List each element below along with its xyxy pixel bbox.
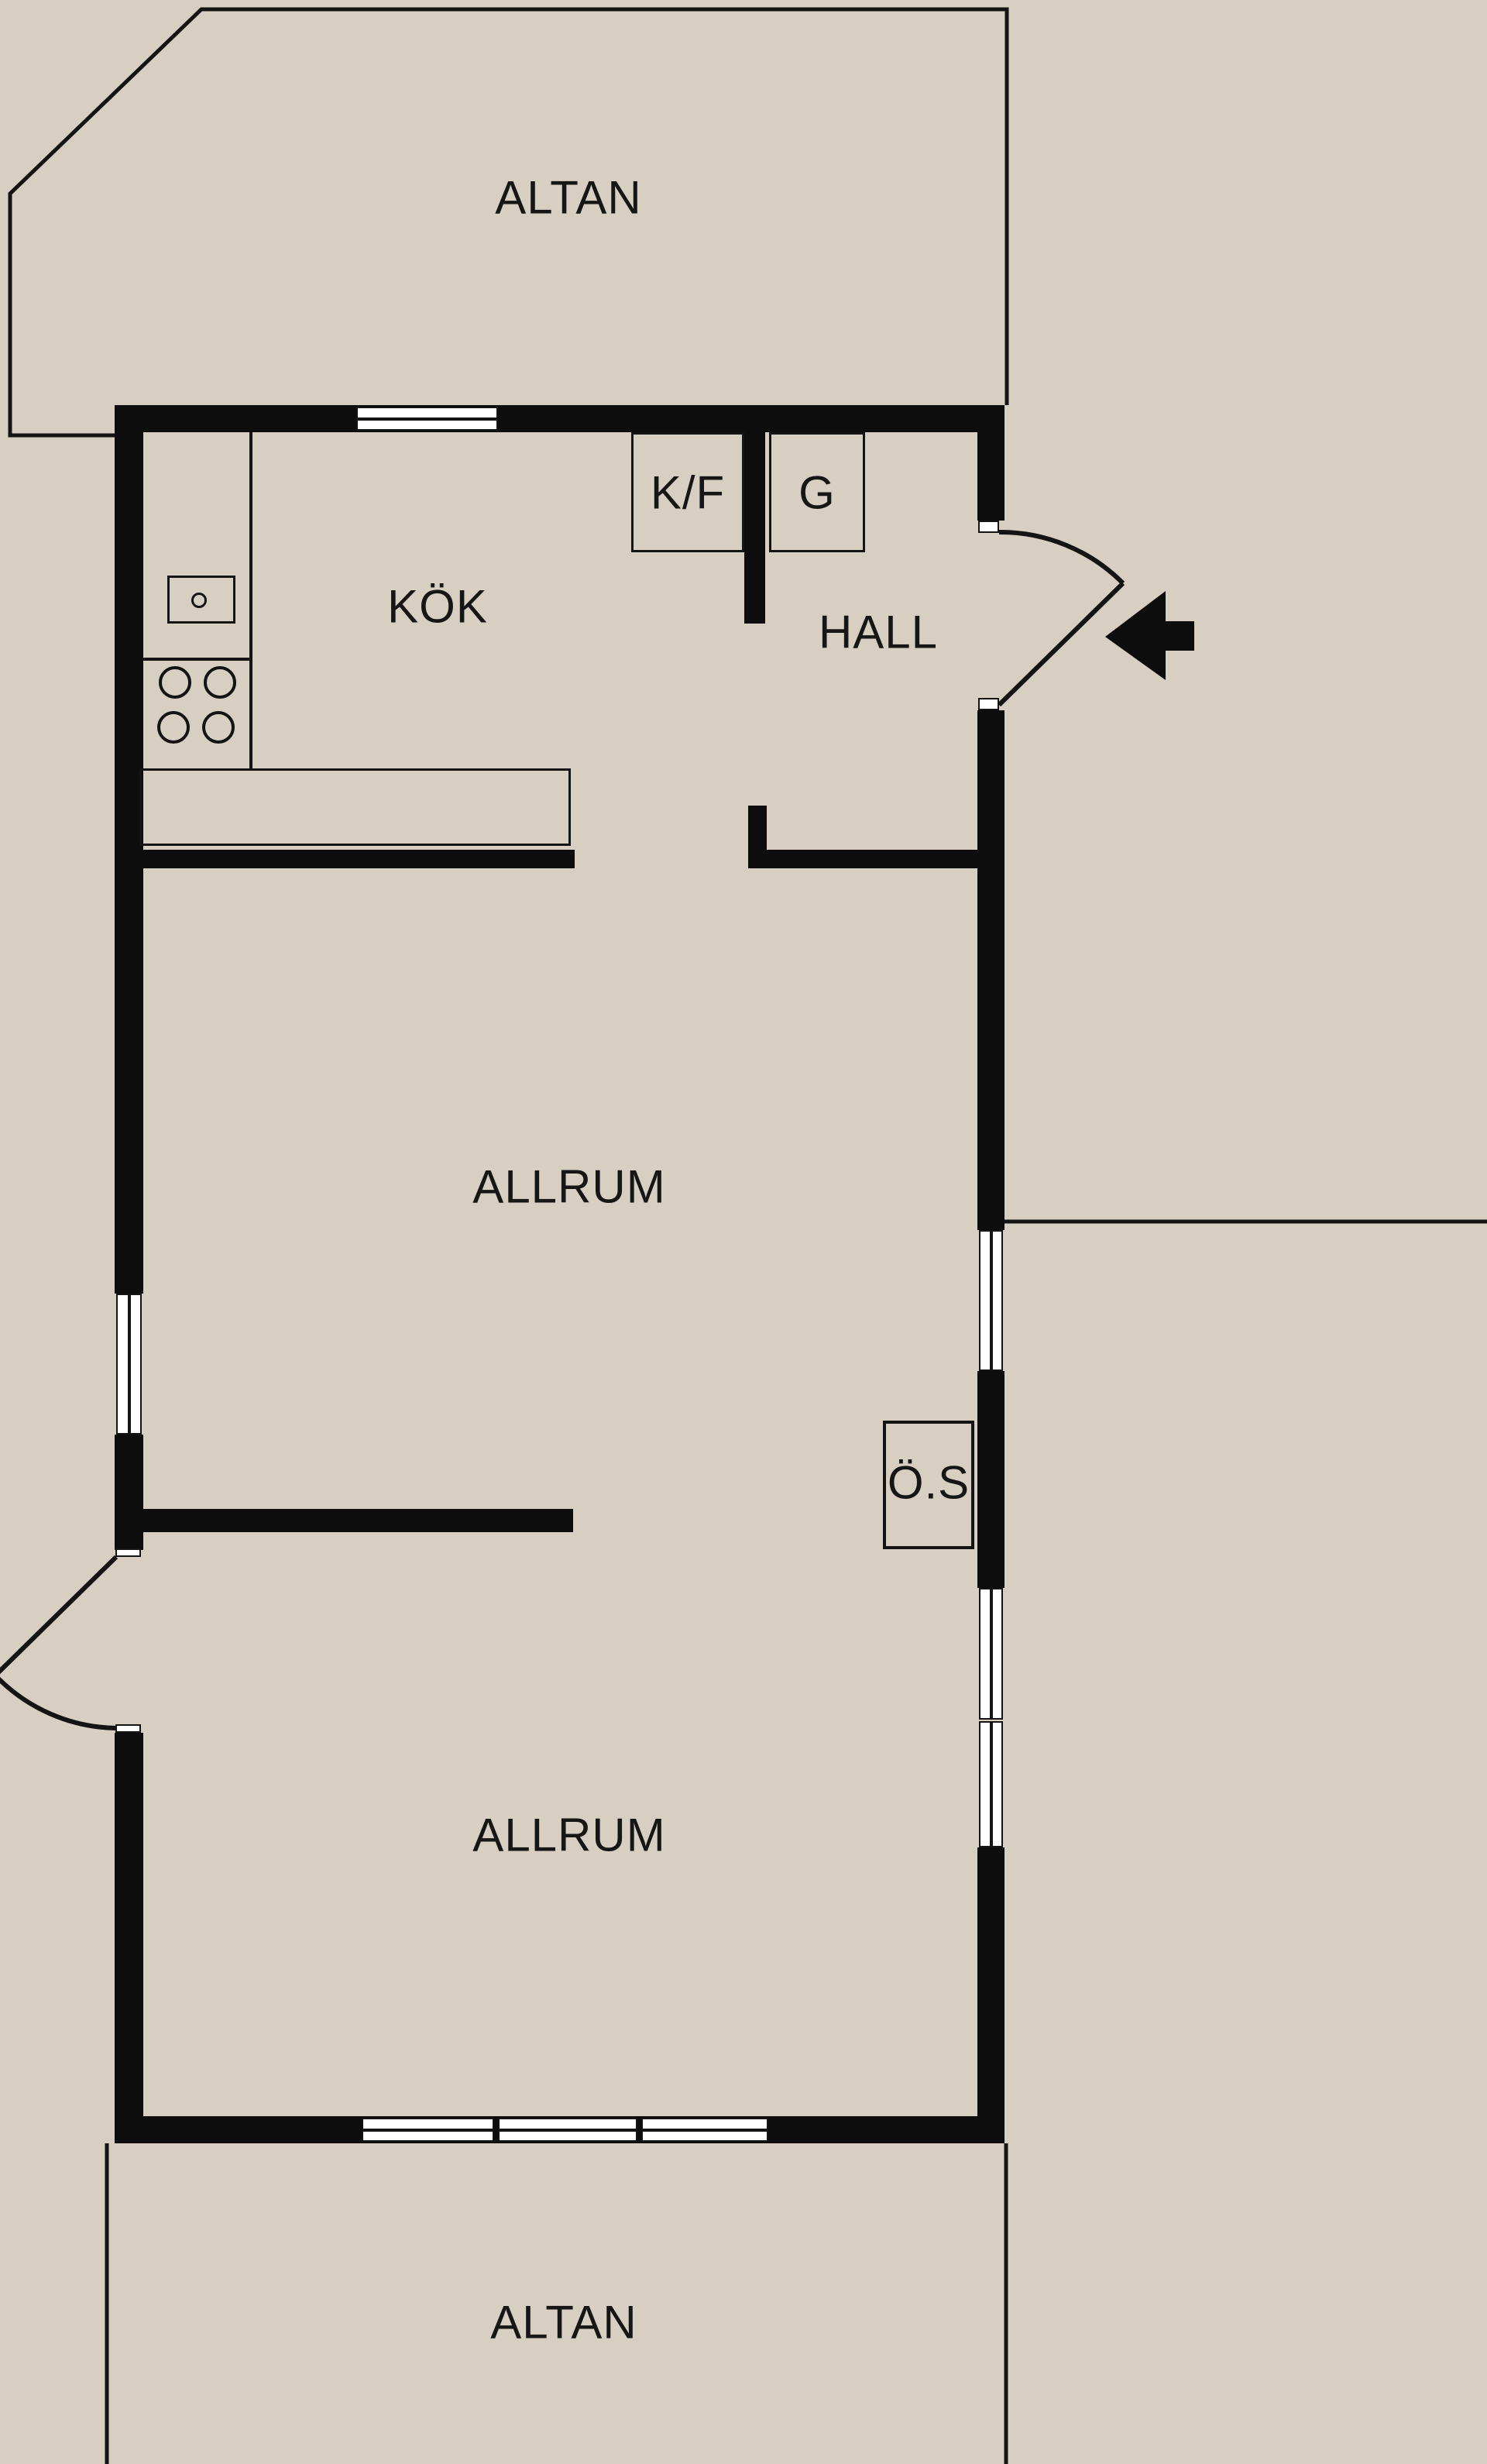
window-right-3 <box>979 1721 1003 1847</box>
wall-right-fireplace <box>977 1371 1004 1588</box>
room-label-hall: HALL <box>818 606 939 658</box>
room-label-kf: K/F <box>650 466 726 519</box>
kitchen-counter-edge <box>249 432 252 768</box>
room-label-os: Ö.S <box>887 1456 970 1509</box>
entrance-door-leaf <box>997 581 1125 707</box>
closet-kf-box <box>631 432 744 552</box>
wall-right-below-door <box>977 710 1004 1230</box>
entrance-door-jamb-bottom <box>978 698 999 710</box>
stove-burner-icon <box>202 711 235 744</box>
wall-kitchen-bottom <box>115 850 575 868</box>
window-bottom-3 <box>641 2118 768 2142</box>
stove-burner-icon <box>159 666 191 699</box>
wall-hall-stub <box>748 806 767 850</box>
stove-burner-icon <box>157 711 190 744</box>
wall-right-above-door <box>977 405 1004 521</box>
window-top <box>356 407 498 431</box>
wall-allrum-divider <box>115 1509 573 1532</box>
entrance-door-jamb-top <box>978 521 999 533</box>
room-label-allrum-upper: ALLRUM <box>472 1160 666 1213</box>
room-label-altan-bottom: ALTAN <box>490 2296 637 2349</box>
wall-left-upper <box>115 405 143 1294</box>
wall-left-lower <box>115 1733 143 2143</box>
closet-g-box <box>769 432 865 552</box>
deck-top-outline <box>8 7 1009 438</box>
wall-hall-bottom <box>748 850 1004 868</box>
wall-left-middle <box>115 1435 143 1550</box>
terrace-door-leaf <box>0 1555 118 1675</box>
entrance-door-arc <box>998 529 1125 586</box>
wall-top <box>115 405 1004 432</box>
room-label-allrum-lower: ALLRUM <box>472 1809 666 1861</box>
window-bottom-1 <box>362 2118 494 2142</box>
terrace-door-jamb-top <box>115 1548 141 1557</box>
window-bottom-2 <box>498 2118 637 2142</box>
kitchen-counter-divider <box>143 658 251 661</box>
entrance-arrow-icon <box>1105 591 1194 680</box>
window-left <box>116 1294 142 1435</box>
kitchen-counter-box <box>139 768 571 846</box>
sink-icon <box>167 576 235 624</box>
sink-drain-icon <box>191 593 207 608</box>
room-label-g: G <box>798 466 836 519</box>
terrace-door-jamb-bottom <box>115 1724 141 1733</box>
wall-right-lower <box>977 1847 1004 2143</box>
stove-burner-icon <box>204 666 236 699</box>
room-label-altan-top: ALTAN <box>495 171 642 224</box>
window-right-2 <box>979 1588 1003 1720</box>
fireplace-box <box>883 1421 974 1549</box>
wall-closet-divider <box>744 432 765 624</box>
terrace-door-arc <box>0 1676 117 1730</box>
room-label-kok: KÖK <box>387 580 488 633</box>
window-right-1 <box>979 1230 1003 1371</box>
